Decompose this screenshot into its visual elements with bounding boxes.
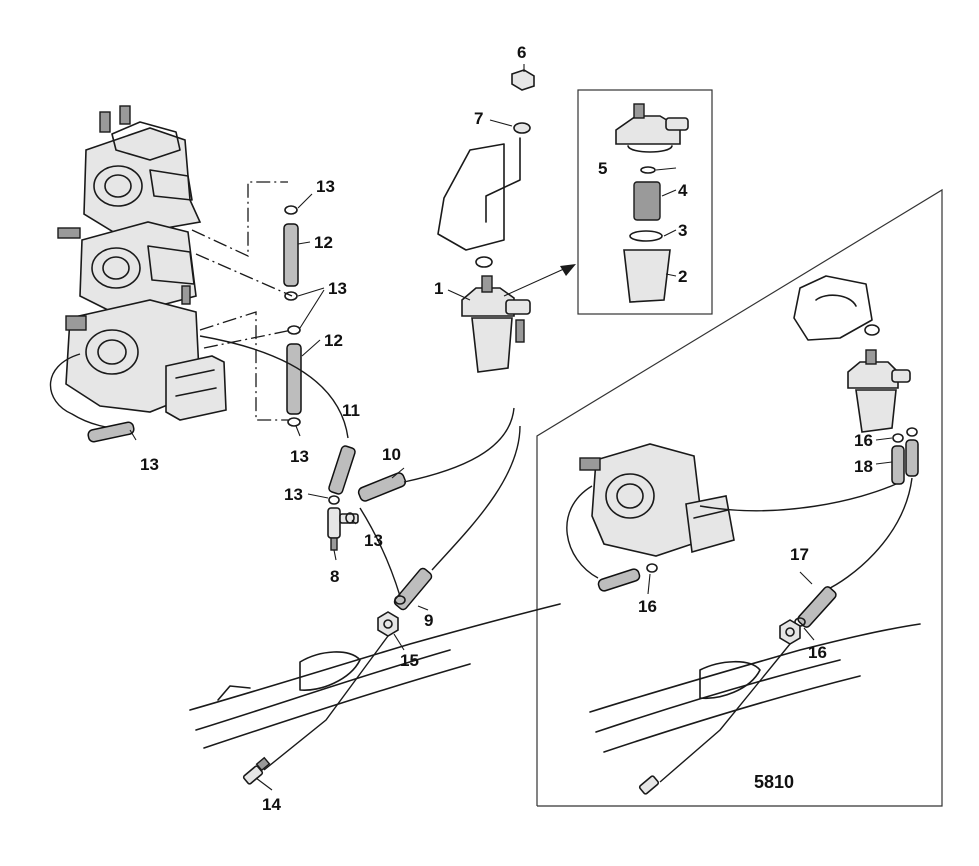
callout-12-upper: 12 <box>314 233 333 252</box>
washer-7 <box>513 122 531 134</box>
fuel-filter-1 <box>461 275 531 373</box>
alternate-configuration-frame <box>536 188 943 807</box>
figure-number: 5810 <box>754 772 794 792</box>
fuel-filter-bracket <box>437 137 521 251</box>
fuel-hose-9 <box>393 567 433 611</box>
callout-16-connector: 16 <box>808 643 827 662</box>
callout-13-carb: 13 <box>140 455 159 474</box>
callout-17: 17 <box>790 545 809 564</box>
callout-14: 14 <box>262 795 281 814</box>
callout-10: 10 <box>382 445 401 464</box>
fuel-hose-17 <box>797 586 837 628</box>
alternate-carburetor <box>579 443 735 557</box>
filter-element-4 <box>633 181 661 221</box>
callout-4: 4 <box>678 181 688 200</box>
callout-7: 7 <box>474 109 483 128</box>
filter-detail-inset-frame <box>577 89 713 315</box>
callout-6: 6 <box>517 43 526 62</box>
callout-8: 8 <box>330 567 339 586</box>
fuel-hose-18-a <box>891 445 905 485</box>
o-ring-5 <box>640 166 656 174</box>
leader-lines <box>129 64 893 791</box>
seal-3 <box>629 230 663 242</box>
callout-18: 18 <box>854 457 873 476</box>
callout-13-pair: 13 <box>328 279 347 298</box>
callout-13-hose: 13 <box>290 447 309 466</box>
fuel-connector-15 <box>377 611 399 637</box>
callout-11: 11 <box>342 401 360 420</box>
fuel-hose-12-lower <box>286 325 302 427</box>
callout-9: 9 <box>424 611 433 630</box>
callout-2: 2 <box>678 267 687 286</box>
callout-13-tee-right: 13 <box>364 531 383 550</box>
callout-12-lower: 12 <box>324 331 343 350</box>
carburetor-stack <box>57 105 227 421</box>
hose-short-left <box>87 421 135 443</box>
callout-13-top: 13 <box>316 177 335 196</box>
filter-bowl-2 <box>623 249 671 303</box>
callout-labels: 6 7 1 5 4 3 2 13 12 13 12 11 13 13 10 13… <box>140 43 873 814</box>
alternate-fuel-filter <box>847 349 911 433</box>
callout-15: 15 <box>400 651 419 670</box>
callout-16-carb: 16 <box>638 597 657 616</box>
alternate-connector <box>779 619 801 645</box>
nut-6 <box>511 69 535 91</box>
alternate-filter-bracket <box>793 275 873 341</box>
callout-5: 5 <box>598 159 607 178</box>
callout-1: 1 <box>434 279 443 298</box>
tee-fitting-8 <box>327 495 359 551</box>
fuel-hose-11 <box>328 445 356 495</box>
callout-16-filter: 16 <box>854 431 873 450</box>
filter-inset-exploded <box>615 103 689 303</box>
fuel-connector-14 <box>242 756 271 785</box>
fuel-hose-12-upper <box>283 205 299 301</box>
fuel-hose-10 <box>357 472 407 502</box>
fuel-hose-18-b <box>905 439 919 477</box>
callout-3: 3 <box>678 221 687 240</box>
callout-13-tee-left: 13 <box>284 485 303 504</box>
